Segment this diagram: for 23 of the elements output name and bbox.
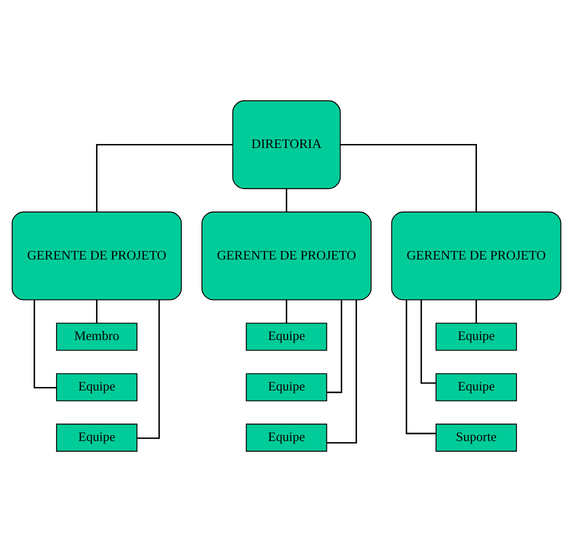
node-box: GERENTE DE PROJETO (391, 212, 562, 300)
connector (34, 300, 57, 388)
node-box: Equipe (56, 373, 138, 402)
connector (286, 188, 288, 212)
connector (96, 144, 233, 212)
connector (406, 300, 436, 434)
node-box: Equipe (436, 373, 517, 402)
node-box: Membro (56, 322, 138, 351)
node-box: Equipe (246, 424, 328, 452)
node-box: DIRETORIA (232, 100, 341, 190)
connector (286, 300, 288, 324)
connector (340, 144, 477, 212)
node-box: Suporte (436, 424, 517, 452)
node-box: GERENTE DE PROJETO (201, 212, 372, 300)
connector (96, 300, 98, 324)
node-box: Equipe (436, 322, 517, 351)
connector (476, 300, 477, 324)
node-box: Equipe (246, 322, 328, 351)
connector (136, 300, 160, 439)
node-box: GERENTE DE PROJETO (12, 212, 182, 300)
connector (326, 300, 357, 444)
node-box: Equipe (56, 424, 138, 452)
node-box: Equipe (246, 373, 328, 402)
